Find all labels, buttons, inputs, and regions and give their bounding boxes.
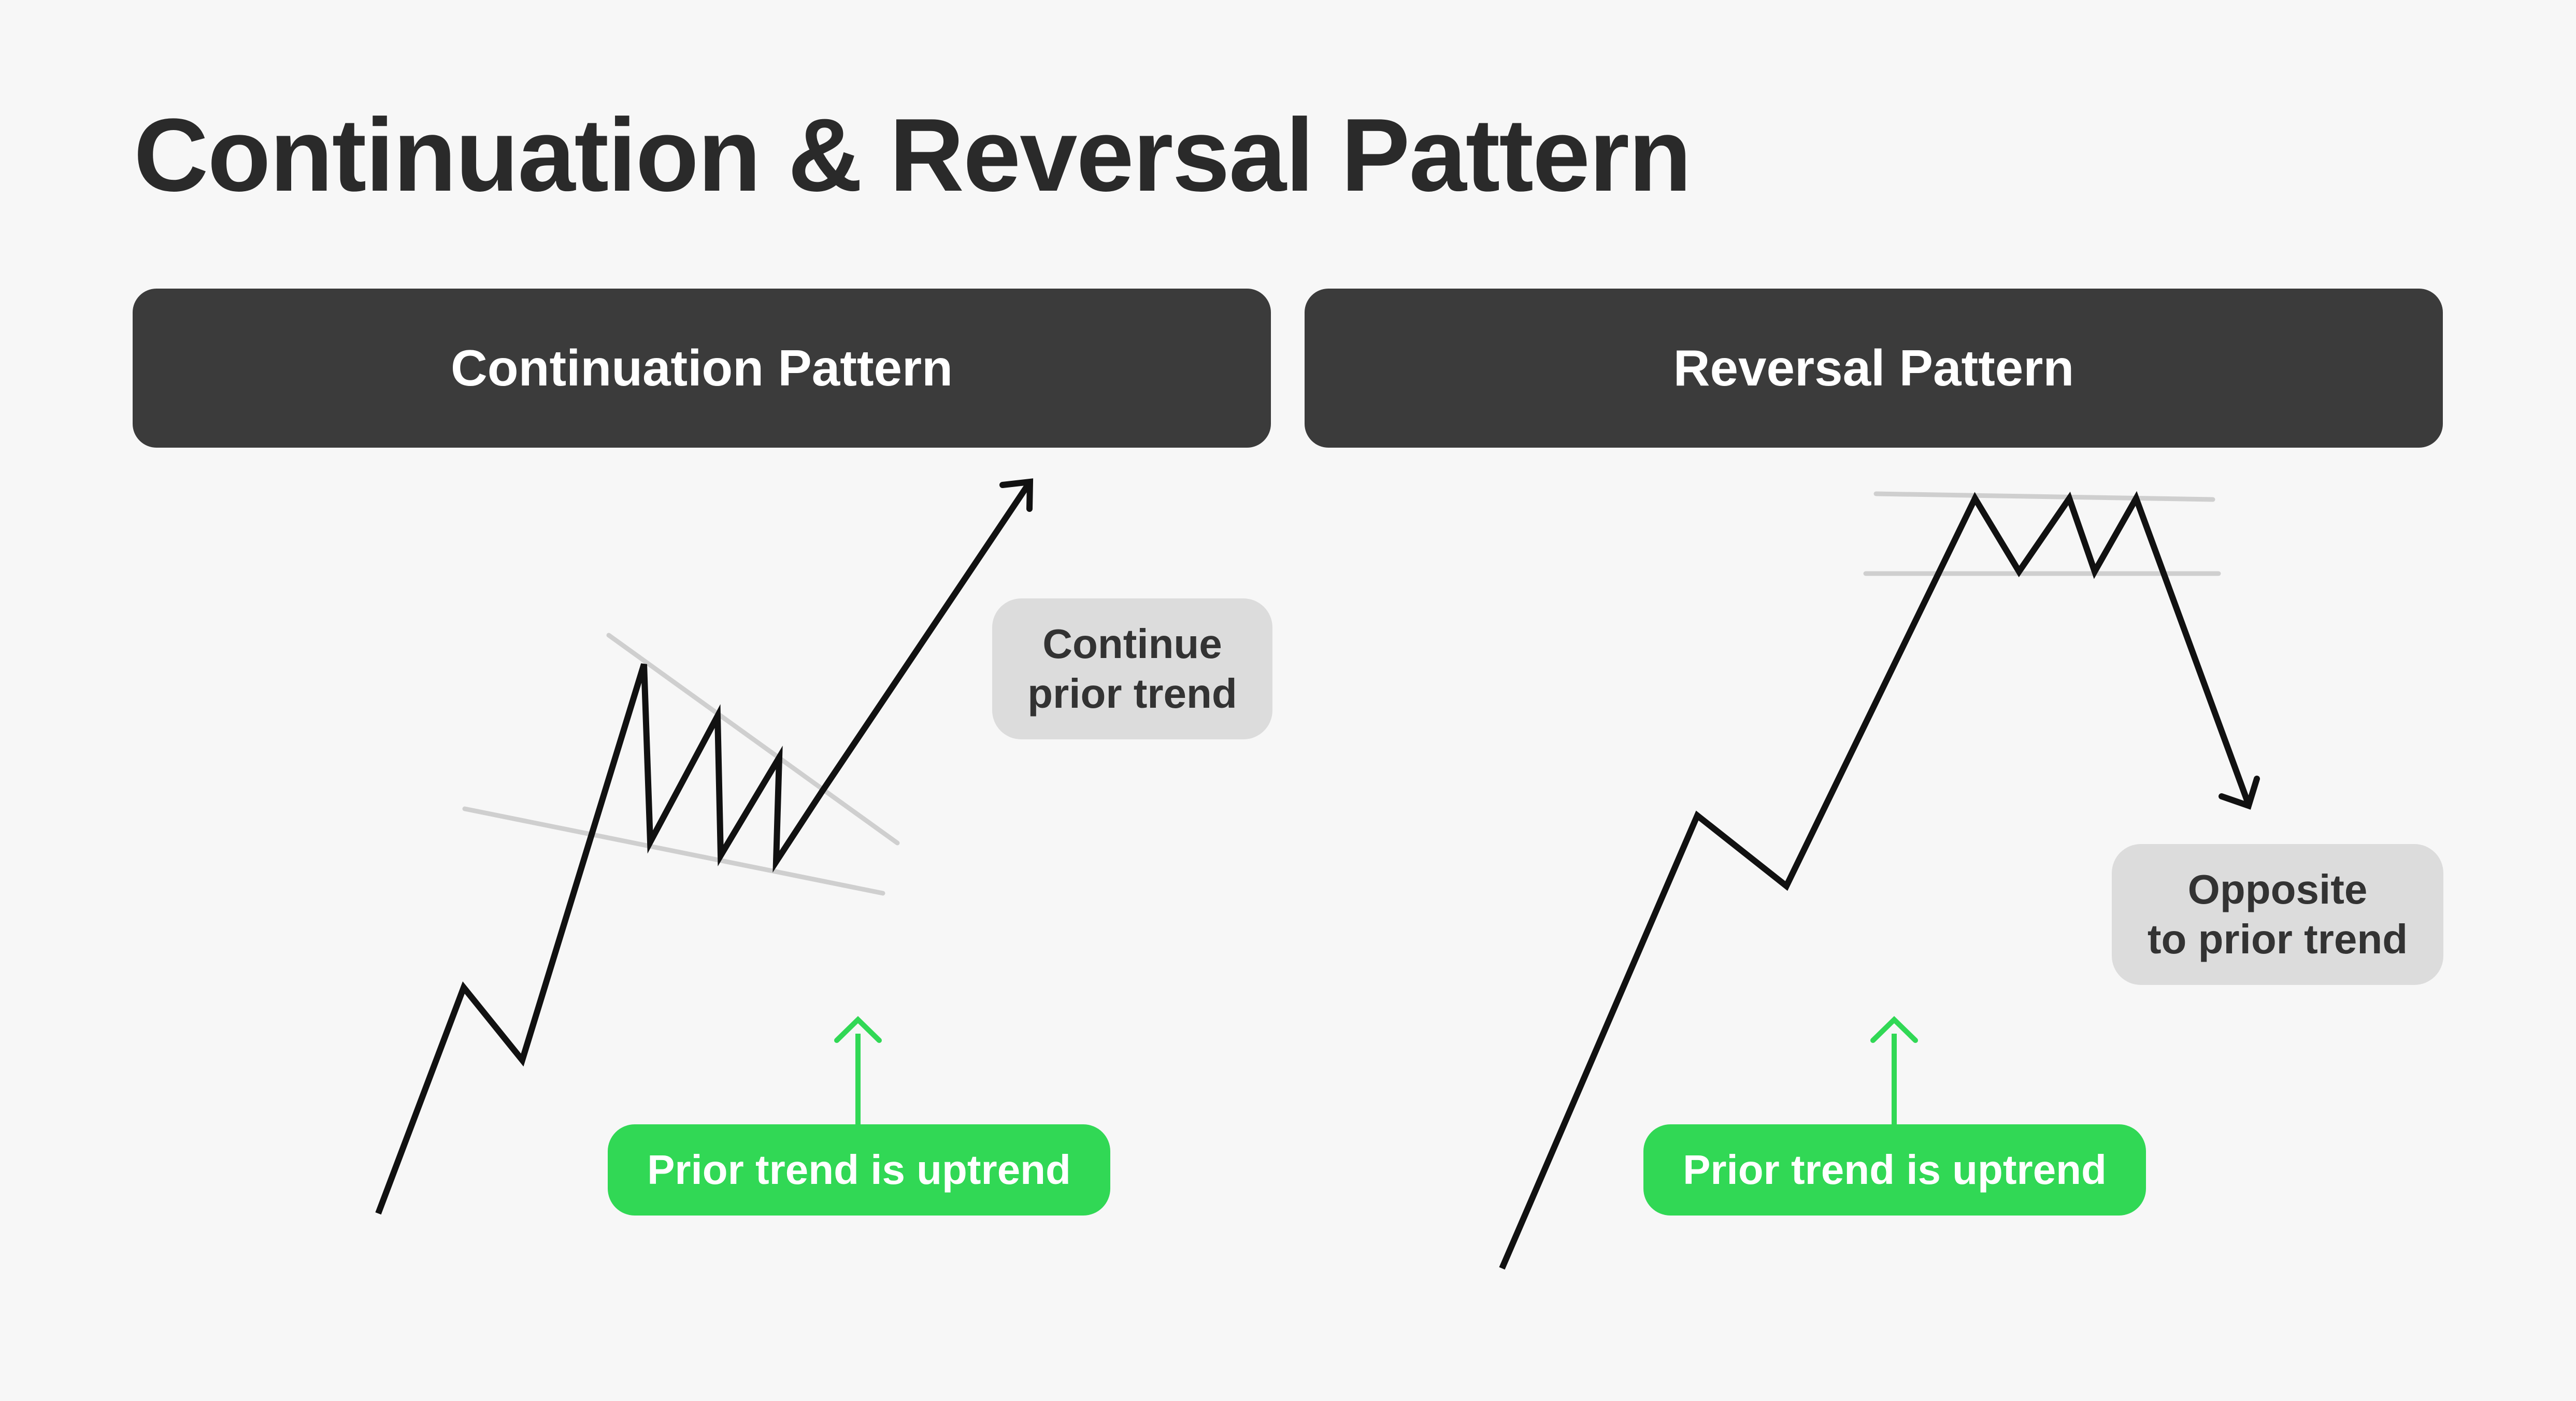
reversal-arrowhead-icon bbox=[2219, 776, 2260, 810]
continuation-arrowhead-icon bbox=[999, 478, 1034, 512]
continue-prior-trend-note: Continue prior trend bbox=[992, 598, 1272, 739]
opposite-note-line-2: to prior trend bbox=[2147, 916, 2408, 962]
continue-note-line-1: Continue bbox=[1042, 621, 1222, 667]
reversal-prior-trend-text: Prior trend is uptrend bbox=[1683, 1147, 2107, 1193]
continuation-prior-trend-text: Prior trend is uptrend bbox=[647, 1147, 1071, 1193]
resistance-guide bbox=[1873, 491, 2215, 502]
reversal-diagram bbox=[1499, 491, 2260, 1270]
continuation-pattern-header: Continuation Pattern bbox=[133, 289, 1271, 448]
continuation-trend-arrowhead-icon bbox=[834, 1016, 882, 1043]
opposite-prior-trend-note: Opposite to prior trend bbox=[2112, 844, 2443, 985]
continuation-pattern-header-label: Continuation Pattern bbox=[450, 339, 953, 396]
page-title: Continuation & Reversal Pattern bbox=[134, 97, 1692, 213]
continuation-price-line bbox=[375, 483, 1031, 1215]
opposite-note-line-1: Opposite bbox=[2187, 866, 2368, 912]
continuation-prior-trend-label: Prior trend is uptrend bbox=[608, 1124, 1110, 1216]
continue-note-line-2: prior trend bbox=[1027, 670, 1237, 717]
reversal-price-line bbox=[1499, 491, 2251, 1270]
pennant-upper-guide bbox=[606, 633, 900, 846]
pennant-lower-guide bbox=[462, 806, 885, 896]
reversal-trend-arrowhead-icon bbox=[1870, 1016, 1918, 1043]
reversal-pattern-header: Reversal Pattern bbox=[1305, 289, 2443, 448]
reversal-pattern-header-label: Reversal Pattern bbox=[1673, 339, 2074, 396]
reversal-prior-trend-label: Prior trend is uptrend bbox=[1643, 1124, 2146, 1216]
continuation-diagram bbox=[375, 478, 1034, 1215]
